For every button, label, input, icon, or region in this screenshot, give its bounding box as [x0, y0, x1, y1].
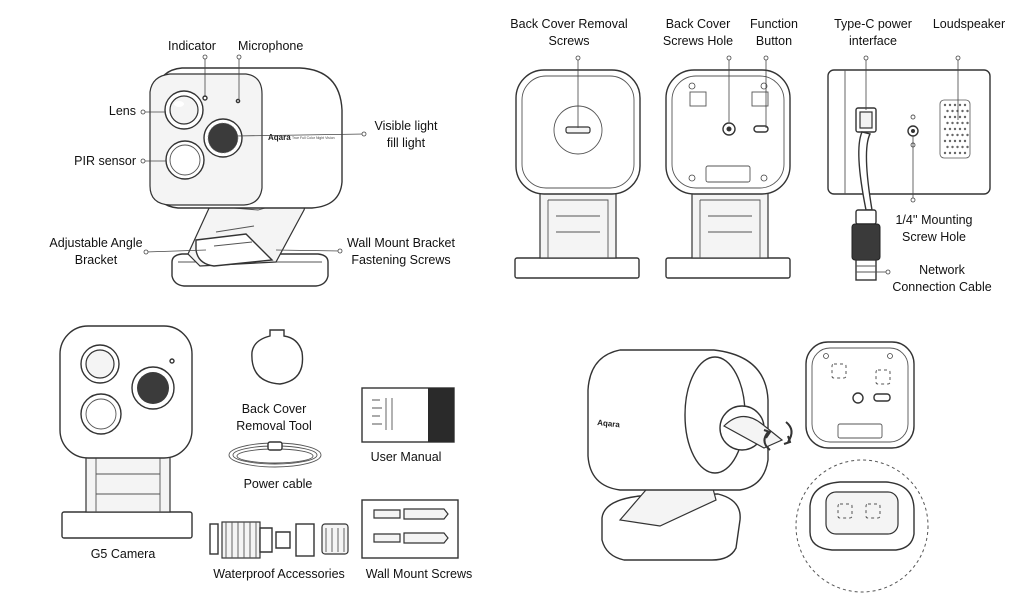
back-cover-removal-tool — [251, 329, 304, 385]
brand-tagline: True Full Color Night Vision — [292, 136, 335, 140]
speaker-hole — [961, 133, 964, 137]
speaker-hole — [951, 133, 954, 137]
speaker-hole — [948, 151, 952, 155]
speaker-hole — [963, 139, 967, 143]
camera-back-view-1 — [514, 55, 641, 279]
speaker-hole — [951, 145, 954, 149]
label-lens: Lens — [108, 104, 136, 118]
speaker-hole — [948, 127, 952, 131]
callout-lines-front — [140, 54, 367, 255]
speaker-hole — [946, 133, 949, 137]
brand-logo-2: Aqara — [597, 418, 621, 429]
wall-mount-screws — [361, 499, 459, 559]
label-loudspeaker: Loudspeaker — [932, 17, 1006, 31]
speaker-hole — [953, 115, 957, 119]
label-microphone: Microphone — [238, 39, 304, 53]
label-visible-light: Visible light fill light — [374, 119, 438, 150]
speaker-hole — [943, 103, 947, 107]
label-pir-sensor: PIR sensor — [74, 154, 136, 168]
speaker-hole — [961, 121, 964, 125]
speaker-hole — [953, 139, 957, 143]
speaker-hole — [956, 133, 959, 137]
speaker-hole — [948, 115, 952, 119]
speaker-hole — [948, 139, 952, 143]
g5-camera-front — [59, 325, 193, 539]
speaker-hole — [951, 109, 954, 113]
speaker-hole — [953, 127, 957, 131]
camera-front-illustration: Aqara True Full Color Night Vision — [149, 67, 343, 287]
label-wall-mount-screws: Wall Mount Screws — [365, 567, 473, 581]
waterproof-accessories — [209, 521, 349, 559]
speaker-hole — [966, 109, 969, 113]
speaker-hole — [958, 127, 962, 131]
speaker-hole — [958, 139, 962, 143]
speaker-hole — [951, 121, 954, 125]
label-indicator: Indicator — [168, 39, 216, 53]
speaker-hole — [966, 121, 969, 125]
speaker-hole — [966, 133, 969, 137]
speaker-hole — [963, 151, 967, 155]
speaker-hole — [958, 103, 962, 107]
label-waterproof: Waterproof Accessories — [213, 567, 345, 581]
speaker-hole — [943, 115, 947, 119]
speaker-hole — [948, 103, 952, 107]
user-manual — [361, 387, 455, 443]
speaker-hole — [946, 109, 949, 113]
speaker-hole — [961, 145, 964, 149]
speaker-hole — [946, 121, 949, 125]
camera-side-view — [827, 55, 991, 281]
rotate-arrows-icon — [763, 421, 793, 451]
label-network-cable: Network Connection Cable — [892, 263, 992, 294]
label-adjustable-bracket: Adjustable Angle Bracket — [49, 236, 143, 267]
label-back-cover-tool: Back Cover Removal Tool — [236, 402, 312, 433]
speaker-hole — [963, 115, 967, 119]
speaker-hole — [958, 115, 962, 119]
label-wall-mount-fastening: Wall Mount Bracket Fastening Screws — [347, 236, 455, 267]
speaker-hole — [963, 127, 967, 131]
label-back-cover-removal-screws: Back Cover Removal Screws — [510, 17, 628, 48]
speaker-hole — [956, 121, 959, 125]
label-function-button: Function Button — [750, 17, 798, 48]
speaker-hole — [956, 145, 959, 149]
speaker-hole — [958, 151, 962, 155]
label-back-cover-screws-hole: Back Cover Screws Hole — [662, 17, 734, 48]
zoom-detail-circle — [795, 459, 929, 593]
speaker-grille — [939, 99, 971, 159]
speaker-hole — [946, 145, 949, 149]
label-user-manual: User Manual — [370, 450, 442, 464]
label-type-c: Type-C power interface — [834, 17, 912, 48]
power-cable — [228, 441, 322, 468]
speaker-hole — [943, 127, 947, 131]
cover-removal-illustration: Aqara — [587, 349, 784, 561]
speaker-hole — [943, 151, 947, 155]
speaker-hole — [953, 151, 957, 155]
speaker-hole — [953, 103, 957, 107]
camera-back-view-2 — [665, 55, 791, 279]
label-g5-camera: G5 Camera — [90, 547, 156, 561]
speaker-hole — [963, 103, 967, 107]
speaker-hole — [961, 109, 964, 113]
speaker-hole — [966, 145, 969, 149]
brand-logo: Aqara — [268, 133, 291, 142]
back-view-small — [805, 341, 915, 449]
speaker-hole — [943, 139, 947, 143]
label-power-cable: Power cable — [243, 477, 313, 491]
label-mounting-hole: 1/4'' Mounting Screw Hole — [895, 213, 973, 244]
